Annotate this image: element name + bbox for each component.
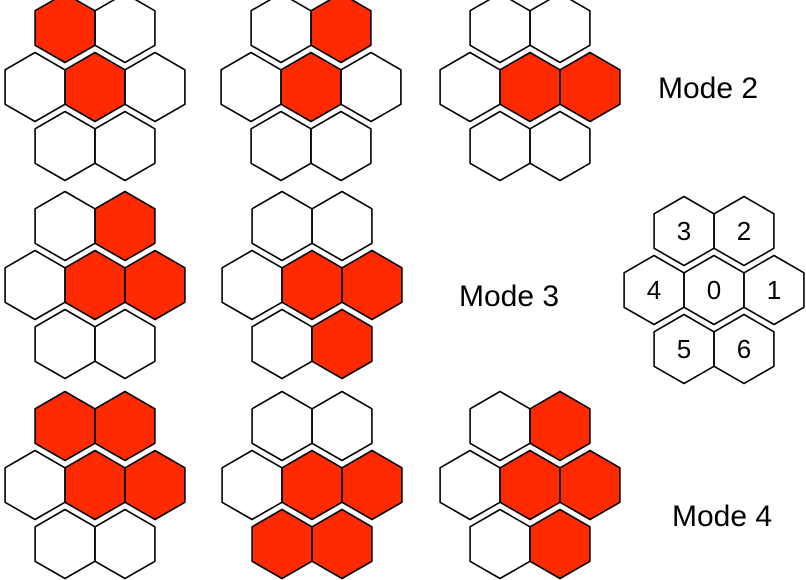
mode-4-label: Mode 4 — [672, 500, 773, 533]
hex-cell-0-active — [281, 249, 343, 321]
hex-cell-5-inactive — [34, 308, 96, 380]
hex-cell-3-inactive — [469, 0, 531, 64]
legend-hex-cell-6 — [713, 313, 775, 385]
mode-2-cluster-1 — [4, 0, 186, 182]
hex-cell-1-active — [341, 449, 403, 521]
hex-cell-3-inactive — [469, 390, 531, 462]
hex-cell-0-active — [64, 249, 126, 321]
legend-cell-number: 5 — [677, 334, 691, 364]
hex-cell-1-active — [559, 449, 621, 521]
mode-4-cluster-2 — [221, 390, 403, 580]
hex-cell-2-active — [94, 390, 156, 462]
hex-cell-4-inactive — [439, 449, 501, 521]
hex-cell-5-active — [251, 508, 313, 580]
hex-cell-6-active — [311, 508, 373, 580]
hex-cell-3-inactive — [34, 190, 96, 262]
hex-cell-5-inactive — [34, 110, 96, 182]
legend-cell-number: 3 — [677, 216, 691, 246]
legend-cell-number: 1 — [767, 275, 781, 305]
hex-cell-3-inactive — [251, 190, 313, 262]
hex-cell-1-active — [559, 51, 621, 123]
hex-clusters — [4, 0, 621, 580]
hex-cell-4-inactive — [4, 449, 66, 521]
legend-cell-number: 6 — [737, 334, 751, 364]
hex-cell-4-inactive — [221, 449, 283, 521]
hex-cell-6-inactive — [94, 508, 156, 580]
hex-cell-1-inactive — [340, 51, 402, 123]
hex-cell-1-active — [124, 249, 186, 321]
mode-4-cluster-1 — [4, 390, 186, 580]
hex-cell-2-active — [529, 390, 591, 462]
hex-cell-1-active — [124, 449, 186, 521]
legend-cell-number: 4 — [647, 275, 661, 305]
hex-cell-4-inactive — [221, 249, 283, 321]
hex-cell-3-inactive — [250, 0, 312, 64]
legend-hex-cell-4 — [623, 254, 685, 326]
hex-cell-5-inactive — [469, 110, 531, 182]
mode-2-label: Mode 2 — [658, 72, 759, 105]
hex-cell-5-inactive — [469, 508, 531, 580]
hex-cell-0-active — [499, 449, 561, 521]
legend-hex-cell-1 — [743, 254, 805, 326]
hex-cell-2-inactive — [311, 190, 373, 262]
hex-cell-6-inactive — [94, 308, 156, 380]
mode-3-cluster-2 — [221, 190, 403, 380]
hex-cell-2-inactive — [94, 0, 156, 64]
hex-cell-5-inactive — [34, 508, 96, 580]
hex-cell-0-active — [280, 51, 342, 123]
hex-cell-0-active — [281, 449, 343, 521]
hex-cell-4-inactive — [4, 51, 66, 123]
legend-hex-cell-3 — [653, 195, 715, 267]
hex-cell-0-active — [64, 51, 126, 123]
hex-cell-3-active — [34, 390, 96, 462]
hex-index-legend: 0 12 345 6 — [623, 195, 805, 385]
mode-2-cluster-3 — [439, 0, 621, 182]
mode-3-label: Mode 3 — [459, 280, 560, 313]
hex-cell-6-inactive — [94, 110, 156, 182]
hex-cell-4-inactive — [439, 51, 501, 123]
hex-cell-6-active — [311, 308, 373, 380]
legend-cell-number: 2 — [737, 216, 751, 246]
hex-cell-2-active — [94, 190, 156, 262]
hex-cell-2-active — [310, 0, 372, 64]
mode-4-cluster-3 — [439, 390, 621, 580]
hex-cell-5-inactive — [251, 308, 313, 380]
hex-cell-1-inactive — [124, 51, 186, 123]
hex-cell-1-active — [341, 249, 403, 321]
hex-cell-6-active — [529, 508, 591, 580]
hex-cell-4-inactive — [4, 249, 66, 321]
mode-3-cluster-1 — [4, 190, 186, 380]
hex-cell-2-inactive — [529, 0, 591, 64]
hex-cell-6-inactive — [529, 110, 591, 182]
hex-cell-5-inactive — [250, 110, 312, 182]
hex-cell-0-active — [64, 449, 126, 521]
hex-cell-0-active — [499, 51, 561, 123]
hex-cell-3-inactive — [251, 390, 313, 462]
hex-cell-3-active — [34, 0, 96, 64]
legend-cell-number: 0 — [707, 275, 721, 305]
hex-cell-6-inactive — [310, 110, 372, 182]
hex-cell-2-inactive — [311, 390, 373, 462]
mode-2-cluster-2 — [220, 0, 402, 182]
hex-cell-4-inactive — [220, 51, 282, 123]
